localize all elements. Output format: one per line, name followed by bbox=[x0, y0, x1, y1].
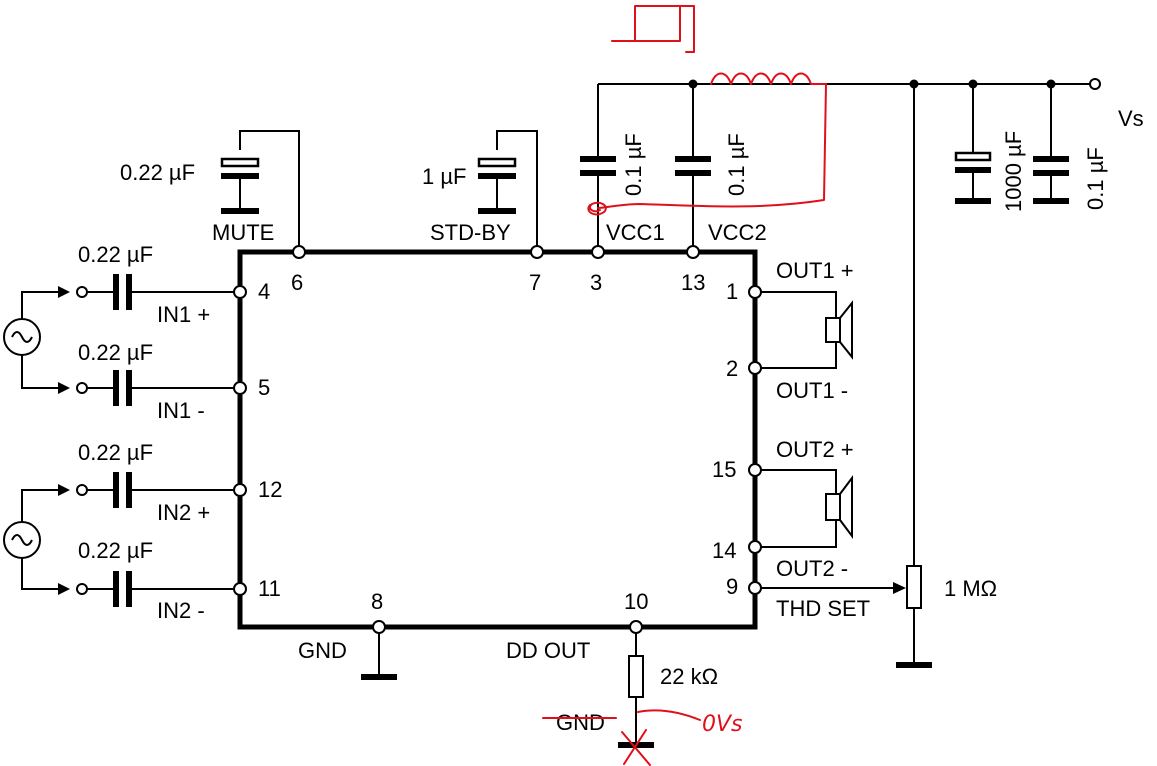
out2n-label: OUT2 - bbox=[776, 556, 848, 581]
thd-potentiometer bbox=[748, 84, 932, 668]
pin-8: 8 bbox=[371, 589, 383, 614]
out2p-label: OUT2 + bbox=[776, 437, 854, 462]
stdby-label: STD-BY bbox=[430, 220, 511, 245]
mute-cap-label: 0.22 µF bbox=[120, 160, 195, 185]
pin-9: 9 bbox=[726, 574, 738, 599]
ac-source-2 bbox=[3, 484, 70, 595]
gnd-pin bbox=[361, 620, 397, 680]
mute-capacitor bbox=[220, 130, 300, 246]
gnd-struck-label: GND bbox=[556, 710, 605, 735]
vcc1-label: VCC1 bbox=[606, 220, 665, 245]
mute-label: MUTE bbox=[212, 220, 274, 245]
input-cap-in2n bbox=[76, 571, 247, 607]
gnd-label: GND bbox=[298, 638, 347, 663]
ic-body bbox=[237, 249, 758, 630]
out1n-label: OUT1 - bbox=[776, 378, 848, 403]
pin-14: 14 bbox=[712, 538, 736, 563]
vcc2-cap-label: 0.1 µF bbox=[724, 133, 749, 196]
r-dd-label: 22 kΩ bbox=[660, 664, 718, 689]
ac-source-1 bbox=[3, 286, 70, 394]
speaker-2 bbox=[748, 463, 853, 554]
thd-set-label: THD SET bbox=[776, 596, 870, 621]
bulk-capacitor bbox=[954, 84, 992, 204]
input-cap-in2p bbox=[76, 472, 247, 508]
out1p-label: OUT1 + bbox=[776, 258, 854, 283]
in1p-label: IN1 + bbox=[157, 302, 210, 327]
in2p-cap-label: 0.22 µF bbox=[78, 440, 153, 465]
stdby-capacitor bbox=[477, 130, 538, 246]
pin-2: 2 bbox=[726, 356, 738, 381]
in2p-label: IN2 + bbox=[157, 500, 210, 525]
pin-10: 10 bbox=[624, 589, 648, 614]
pin-5: 5 bbox=[258, 375, 270, 400]
pin-15: 15 bbox=[712, 457, 736, 482]
pin-1: 1 bbox=[726, 279, 738, 304]
bulk-cap-label: 1000 µF bbox=[1001, 131, 1026, 212]
supply-rail bbox=[598, 78, 1101, 90]
top-pins bbox=[292, 245, 700, 259]
in1p-cap-label: 0.22 µF bbox=[78, 242, 153, 267]
stdby-cap-label: 1 µF bbox=[422, 164, 466, 189]
pin-12: 12 bbox=[258, 477, 282, 502]
pin-3: 3 bbox=[590, 270, 602, 295]
vcc1-cap-label: 0.1 µF bbox=[621, 133, 646, 196]
vcc2-label: VCC2 bbox=[708, 220, 767, 245]
in2n-cap-label: 0.22 µF bbox=[78, 538, 153, 563]
pin-6: 6 bbox=[291, 270, 303, 295]
pot-label: 1 MΩ bbox=[944, 576, 997, 601]
in1n-cap-label: 0.22 µF bbox=[78, 340, 153, 365]
bypass-capacitor bbox=[1033, 84, 1069, 204]
pin-11: 11 bbox=[258, 576, 281, 601]
in1n-label: IN1 - bbox=[157, 398, 205, 423]
handwritten-0vs: 0Vs bbox=[702, 712, 743, 737]
speaker-1 bbox=[748, 285, 853, 375]
dd-out-label: DD OUT bbox=[506, 638, 590, 663]
vcc2-capacitor bbox=[675, 84, 711, 246]
bypass-cap-label: 0.1 µF bbox=[1083, 147, 1108, 210]
input-cap-in1n bbox=[76, 370, 247, 406]
pin-13: 13 bbox=[681, 270, 705, 295]
red-annotations bbox=[542, 5, 827, 766]
pin-7: 7 bbox=[529, 270, 541, 295]
pin-4: 4 bbox=[258, 279, 270, 304]
dd-out-pin bbox=[618, 620, 654, 748]
input-cap-in1p bbox=[76, 274, 247, 310]
vs-label: Vs bbox=[1118, 106, 1144, 131]
in2n-label: IN2 - bbox=[157, 598, 205, 623]
